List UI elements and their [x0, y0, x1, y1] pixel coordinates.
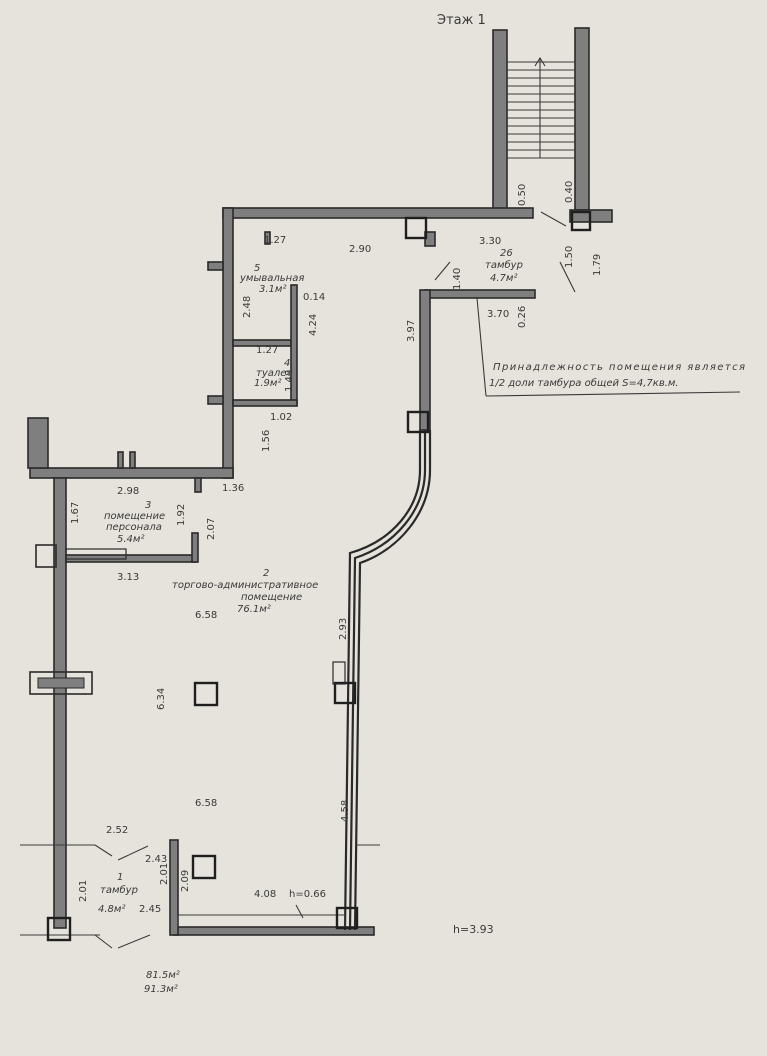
dim-label: 1.48 [284, 370, 295, 392]
ownership-note: Принадлежность помещения является 1/2 до… [476, 297, 745, 397]
dim-label: 2.09 [180, 870, 191, 892]
room-5-area: 3.1м² [259, 284, 286, 295]
dim-label: h=0.66 [289, 889, 326, 900]
columns [46, 210, 592, 942]
area-totals: 81.5м² 91.3м² [144, 970, 180, 995]
room-4-area: 1.9м² [254, 378, 281, 389]
dim-label: 2.01 [78, 880, 89, 902]
room-1-area: 4.8м² [98, 904, 125, 915]
room-3-id: 3 [145, 500, 151, 511]
dim-label: 1.67 [70, 502, 81, 524]
dim-label: 2.93 [338, 618, 349, 640]
staircase [492, 27, 590, 211]
dim-label: 2.90 [349, 244, 371, 255]
dim-label: 0.14 [303, 292, 325, 303]
dim-label: 1.27 [256, 345, 278, 356]
room-3-area: 5.4м² [117, 534, 144, 545]
dim-label: 4.58 [340, 800, 351, 822]
dim-label: 0.26 [517, 306, 528, 328]
dimension-labels: 1.27 2.90 3.30 0.14 1.27 1.02 2.98 1.36 … [106, 235, 509, 915]
note-line-1: Принадлежность помещения является [493, 362, 745, 373]
dim-label: 4.08 [254, 889, 276, 900]
dim-label: 3.30 [479, 236, 501, 247]
dim-label: 2.52 [106, 825, 128, 836]
dim-label: 0.50 [517, 184, 528, 206]
room-1-id: 1 [117, 872, 123, 883]
room-5-name: умывальная [239, 273, 304, 284]
room-26-area: 4.7м² [490, 273, 517, 284]
dim-label: 6.58 [195, 610, 217, 621]
room-2-name-line1: торгово-административное [172, 580, 318, 591]
room-3-name-line2: персонала [106, 522, 162, 533]
room-26-id: 26 [500, 248, 513, 259]
dim-label: 0.40 [564, 181, 575, 203]
dim-label: 2.45 [139, 904, 161, 915]
curved-facade [348, 430, 427, 931]
dim-label: 3.97 [406, 320, 417, 342]
room-3-name-line1: помещение [104, 511, 165, 522]
dim-label: 3.70 [487, 309, 509, 320]
dim-label: 2.07 [206, 518, 217, 540]
dim-label: 2.48 [242, 296, 253, 318]
dimension-labels-vertical: 2.48 4.24 1.48 1.56 1.67 1.92 2.07 3.97 … [70, 181, 603, 902]
dim-label: 2.98 [117, 486, 139, 497]
dim-label: 6.58 [195, 798, 217, 809]
room-5-id: 5 [254, 263, 260, 274]
room-2-area: 76.1м² [237, 604, 271, 615]
ceiling-height: h=3.93 [453, 923, 494, 936]
dim-label: 2.43 [145, 854, 167, 865]
total-area-1: 81.5м² [146, 970, 180, 981]
dim-label: 1.50 [564, 246, 575, 268]
dim-label: 6.34 [156, 688, 167, 710]
dim-label: 1.79 [592, 254, 603, 276]
room-1-name: тамбур [100, 884, 138, 896]
dim-label: 1.36 [222, 483, 244, 494]
dim-label: 4.24 [308, 314, 319, 336]
wall-niches [29, 231, 436, 695]
doors [20, 211, 576, 949]
room-2-name-line2: помещение [241, 592, 302, 603]
room-4-id: 4 [284, 358, 290, 369]
dim-label: 1.56 [261, 430, 272, 452]
dim-label: 1.92 [176, 504, 187, 526]
dim-label: 1.02 [270, 412, 292, 423]
dim-label: 2.01 [159, 863, 170, 885]
room-26-name: тамбур [485, 259, 523, 271]
room-labels: 5 умывальная 3.1м² 4 туалет 1.9м² 3 поме… [98, 248, 523, 915]
dim-label: 1.27 [264, 235, 286, 246]
room-4-name: туалет [256, 368, 293, 379]
room-2-id: 2 [263, 568, 269, 579]
dim-label: 1.40 [452, 268, 463, 290]
note-line-2: 1/2 доли тамбура общей S=4,7кв.м. [489, 377, 679, 389]
floor-label: Этаж 1 [437, 13, 486, 28]
total-area-2: 91.3м² [144, 984, 178, 995]
dim-label: 3.13 [117, 572, 139, 583]
